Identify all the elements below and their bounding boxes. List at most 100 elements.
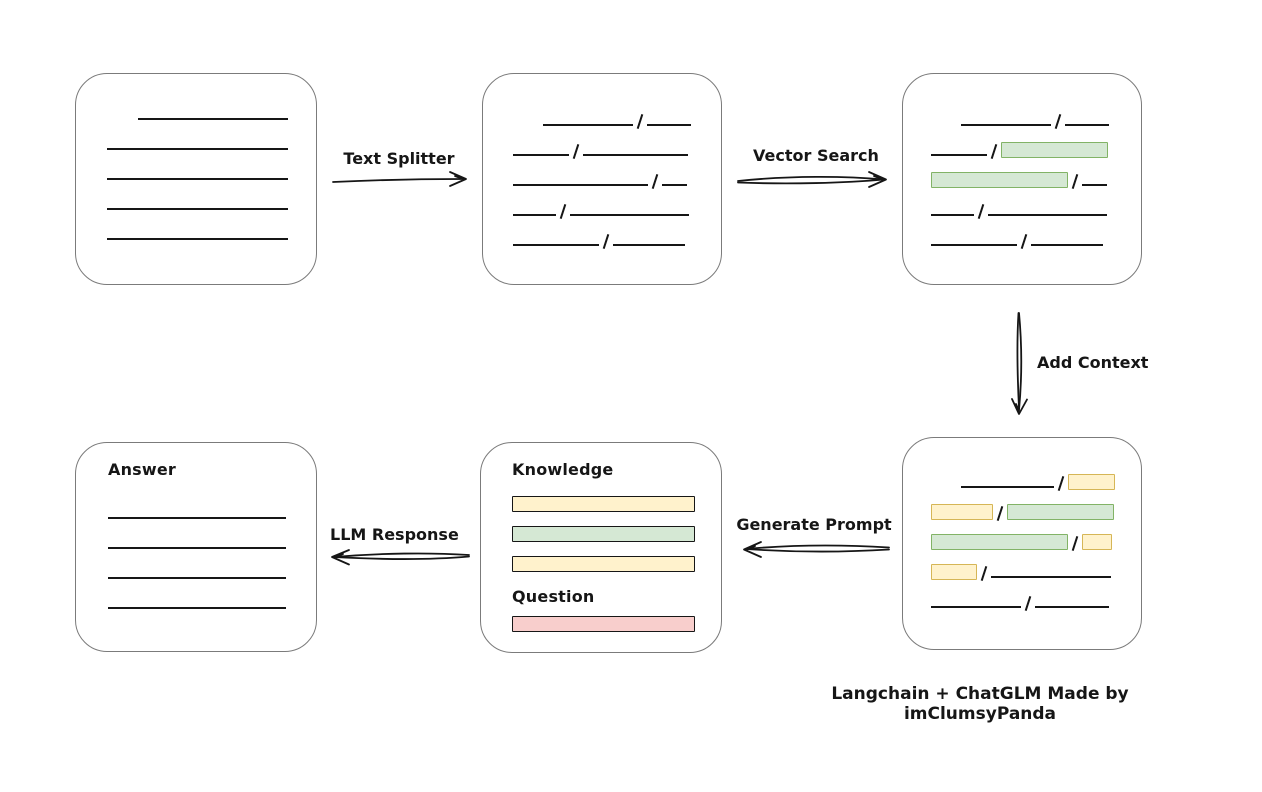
text-row <box>107 215 316 245</box>
text-row <box>107 155 316 185</box>
generate-prompt-arrow <box>743 541 890 558</box>
text-row <box>513 191 721 221</box>
text-row <box>931 221 1141 251</box>
text-splitter-arrow <box>332 171 467 187</box>
text-line <box>931 214 974 216</box>
document-box <box>75 73 317 285</box>
text-row <box>931 101 1141 131</box>
add-context-label: Add Context <box>1037 353 1149 372</box>
text-row <box>108 494 316 524</box>
text-line <box>988 214 1107 216</box>
slash-separator <box>651 174 659 189</box>
text-line <box>931 154 987 156</box>
text-row <box>931 191 1141 221</box>
text-line <box>991 576 1111 578</box>
slash-separator <box>1057 476 1065 491</box>
answer-box: Answer <box>75 442 317 652</box>
text-row <box>108 524 316 554</box>
text-line <box>108 577 286 579</box>
text-row <box>107 125 316 155</box>
text-line <box>138 118 288 120</box>
text-line <box>107 178 288 180</box>
text-line <box>513 214 556 216</box>
indent-space <box>931 492 961 493</box>
prompt-box: Knowledge Question <box>480 442 722 653</box>
text-line <box>543 124 633 126</box>
text-line <box>107 238 288 240</box>
text-line <box>107 148 288 150</box>
text-line <box>107 208 288 210</box>
document-lines <box>107 95 316 245</box>
yellow-chunk <box>1068 474 1115 490</box>
green-chunk <box>931 172 1068 188</box>
text-row <box>107 185 316 215</box>
text-line <box>1035 606 1109 608</box>
vector-match-lines <box>931 101 1141 251</box>
question-bars <box>512 616 721 632</box>
text-row <box>931 523 1141 553</box>
slash-separator <box>1024 596 1032 611</box>
text-splitter-label: Text Splitter <box>343 149 455 168</box>
add-context-arrow <box>1011 312 1028 415</box>
text-line <box>931 606 1021 608</box>
text-line <box>108 607 286 609</box>
slash-separator <box>602 234 610 249</box>
knowledge-bars <box>512 496 721 572</box>
split-text-lines <box>513 101 721 251</box>
text-line <box>108 547 286 549</box>
text-line <box>1082 184 1107 186</box>
text-line <box>961 486 1054 488</box>
green-chunk <box>931 534 1068 550</box>
indent-space <box>931 130 961 131</box>
slash-separator <box>1071 536 1079 551</box>
indent-space <box>107 124 138 125</box>
text-line <box>613 244 685 246</box>
text-line <box>583 154 688 156</box>
answer-lines <box>108 494 316 614</box>
slash-separator <box>1054 114 1062 129</box>
context-lines <box>931 463 1141 613</box>
question-heading: Question <box>512 587 595 606</box>
yellow-chunk <box>931 504 993 520</box>
text-row <box>108 554 316 584</box>
text-line <box>1031 244 1103 246</box>
text-row <box>931 161 1141 191</box>
text-row <box>513 221 721 251</box>
llm-response-label: LLM Response <box>330 525 459 544</box>
slash-separator <box>977 204 985 219</box>
text-line <box>662 184 687 186</box>
text-line <box>570 214 689 216</box>
text-row <box>513 131 721 161</box>
text-row <box>931 131 1141 161</box>
generate-prompt-label: Generate Prompt <box>736 515 892 534</box>
text-row <box>513 161 721 191</box>
vector-search-label: Vector Search <box>753 146 879 165</box>
text-row <box>931 583 1141 613</box>
text-line <box>961 124 1051 126</box>
yellow-bar <box>512 496 695 512</box>
green-bar <box>512 526 695 542</box>
answer-heading: Answer <box>108 460 177 479</box>
text-line <box>931 244 1017 246</box>
yellow-chunk <box>931 564 977 580</box>
slash-separator <box>1020 234 1028 249</box>
text-row <box>931 493 1141 523</box>
text-row <box>108 584 316 614</box>
text-line <box>513 154 569 156</box>
yellow-bar <box>512 556 695 572</box>
text-line <box>1065 124 1109 126</box>
slash-separator <box>559 204 567 219</box>
red-bar <box>512 616 695 632</box>
text-line <box>647 124 691 126</box>
slash-separator <box>980 566 988 581</box>
text-row <box>107 95 316 125</box>
vector-search-arrow <box>737 171 887 188</box>
llm-response-arrow <box>331 549 470 566</box>
green-chunk <box>1001 142 1108 158</box>
text-row <box>931 553 1141 583</box>
slash-separator <box>572 144 580 159</box>
text-row <box>513 101 721 131</box>
yellow-chunk <box>1082 534 1112 550</box>
text-line <box>108 517 286 519</box>
